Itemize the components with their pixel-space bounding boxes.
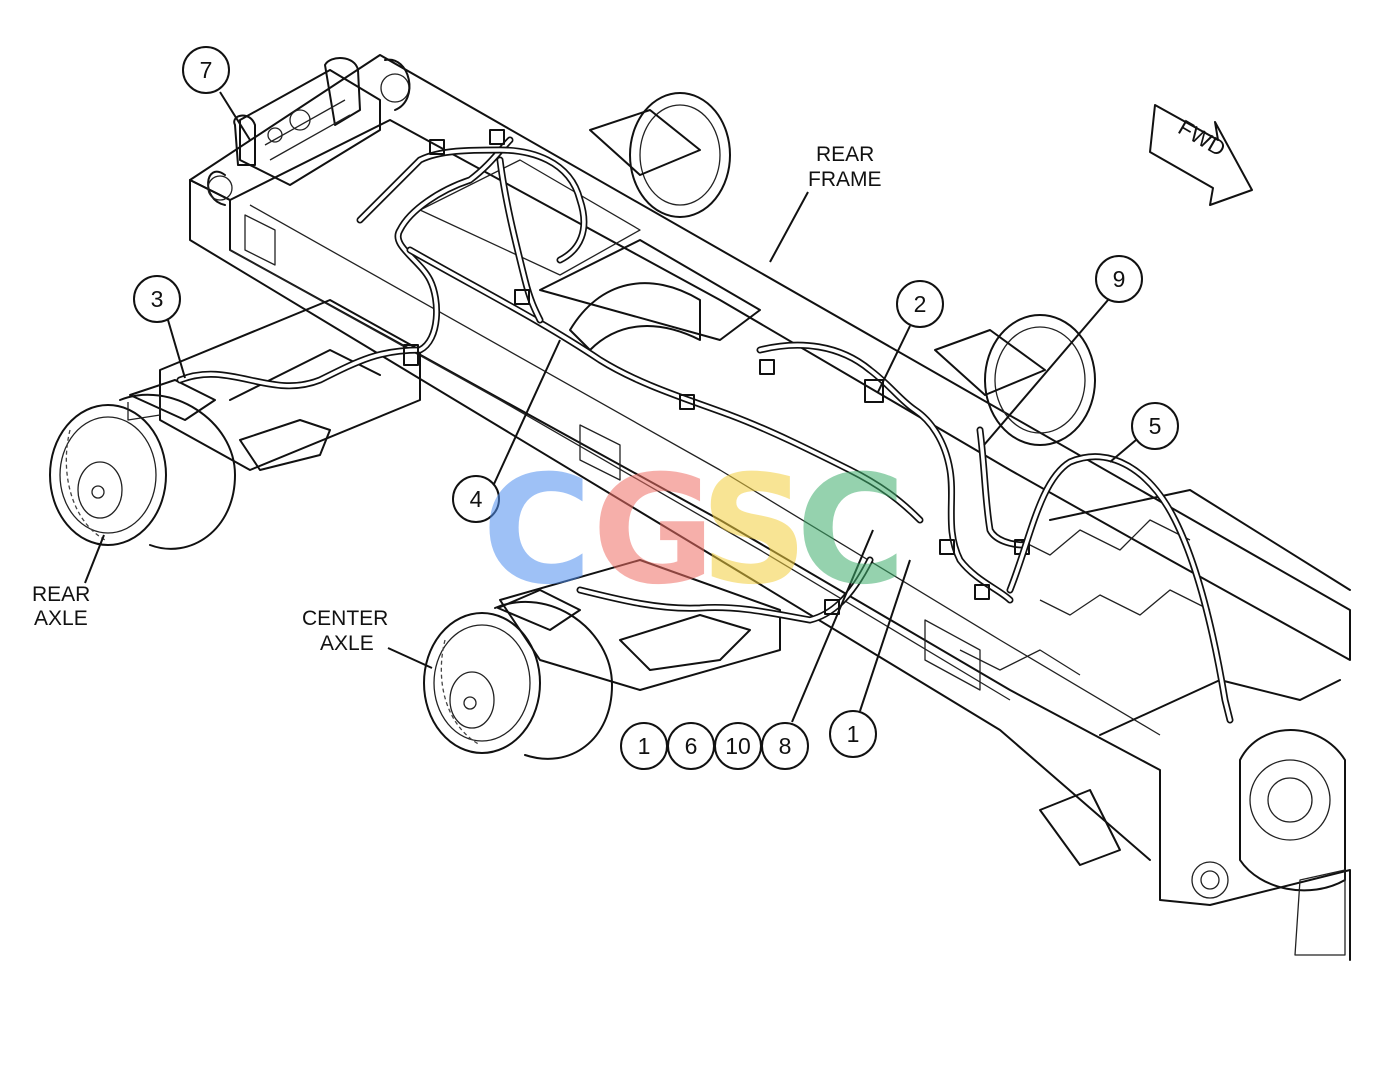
callout-8-number: 8 [779,733,792,759]
callout-10-number: 10 [725,733,751,759]
rear-axle-label-2: AXLE [34,607,88,630]
watermark-letter-s: S [700,444,808,618]
callout-1-single [829,710,877,758]
far-wheels [589,92,1096,446]
callout-1-single-number: 1 [847,721,860,747]
callout-7 [182,46,230,94]
fwd-label: FWD [1174,115,1230,162]
callout-3 [133,275,181,323]
callout-2-number: 2 [914,291,927,317]
watermark-cgsc: C G S C [482,444,906,618]
fwd-arrow: FWD [1149,104,1253,206]
callout-2 [896,280,944,328]
hose-assembly [1006,453,1234,724]
rear-frame-label-2: FRAME [808,168,882,191]
rear-axle [49,299,421,550]
callout-1-group-number: 1 [638,733,651,759]
callout-7-number: 7 [200,57,213,83]
watermark-letter-c1: C [482,444,592,618]
callout-5 [1131,402,1179,450]
callout-4 [452,475,500,523]
center-axle-label-2: AXLE [320,632,374,655]
center-axle-label-1: CENTER [302,607,388,630]
valve-group [233,57,381,186]
watermark-letter-g: G [592,444,715,618]
callout-9 [1095,255,1143,303]
rear-axle-label-1: REAR [32,583,90,606]
rear-frame [189,54,1351,961]
wiring-harness [176,129,1030,624]
callout-5-number: 5 [1149,413,1162,439]
callout-6-number: 6 [685,733,698,759]
callout-8 [761,722,809,770]
rear-frame-label-1: REAR [816,143,874,166]
callouts: 7 3 4 2 9 5 1 6 10 8 1 [133,46,1179,770]
callout-9-number: 9 [1113,266,1126,292]
callout-4-number: 4 [470,486,483,512]
watermark-letter-c2: C [796,444,906,618]
callout-3-number: 3 [151,286,164,312]
text-labels: REAR FRAME REAR AXLE CENTER AXLE [32,143,882,669]
center-axle [423,559,781,760]
